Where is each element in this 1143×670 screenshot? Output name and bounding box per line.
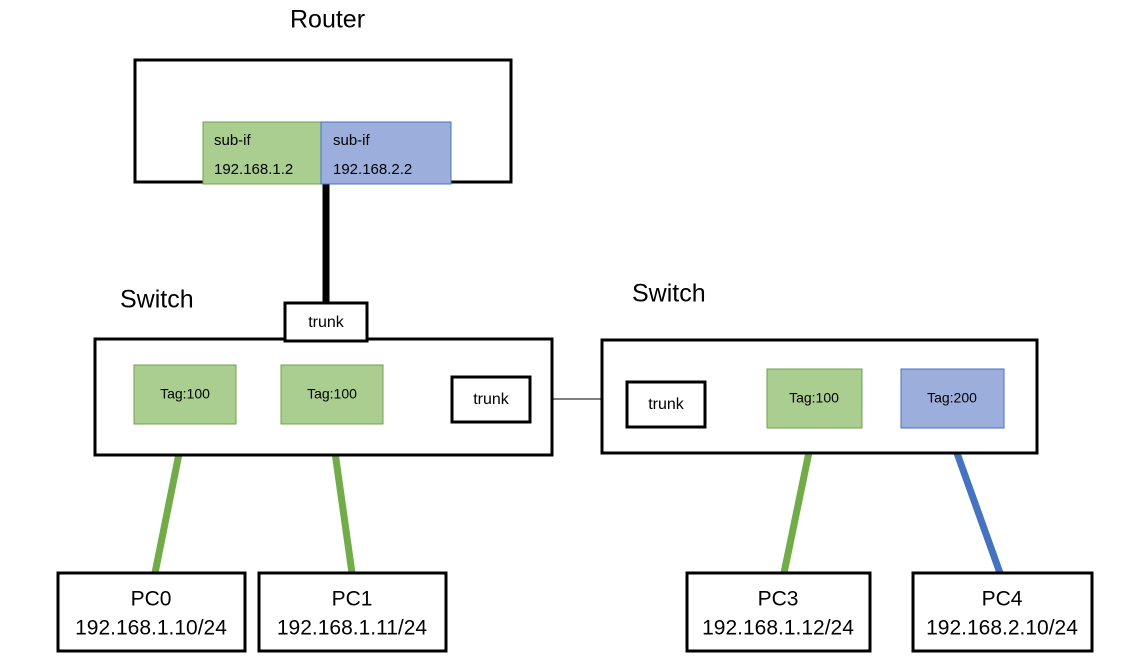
switch2-port-1[interactable] bbox=[766, 368, 863, 429]
router-subif-2-address: 192.168.2.2 bbox=[333, 161, 412, 178]
router-subif-1-name: sub-if bbox=[214, 132, 252, 149]
host-pc3-box[interactable] bbox=[685, 571, 872, 653]
switch2-port-2[interactable] bbox=[900, 368, 1005, 429]
host-pc1-name: PC1 bbox=[332, 588, 373, 611]
switch1-uplink-trunk-label: trunk bbox=[308, 314, 345, 331]
switch1-interswitch-trunk-label: trunk bbox=[473, 391, 510, 408]
switch2-port-2-label: Tag:200 bbox=[927, 390, 977, 406]
host-pc3-address: 192.168.1.12/24 bbox=[702, 617, 854, 640]
switch2-title: Switch bbox=[632, 280, 706, 308]
switch1-title: Switch bbox=[120, 286, 194, 314]
router-subif-1-address: 192.168.1.2 bbox=[214, 161, 293, 178]
host-pc3-name: PC3 bbox=[758, 588, 799, 611]
switch1-port-2-label: Tag:100 bbox=[307, 386, 357, 402]
switch1-interswitch-trunk-port[interactable] bbox=[450, 375, 532, 424]
switch1-uplink-trunk-port[interactable] bbox=[283, 301, 369, 343]
host-pc4-box[interactable] bbox=[911, 571, 1094, 653]
host-pc1-box[interactable] bbox=[257, 571, 448, 653]
host-pc0-name: PC0 bbox=[131, 588, 172, 611]
switch1-port-2[interactable] bbox=[280, 364, 384, 425]
switch2-port-1-label: Tag:100 bbox=[789, 390, 839, 406]
router-subif-2-name: sub-if bbox=[333, 132, 371, 149]
host-pc0-address: 192.168.1.10/24 bbox=[75, 617, 227, 640]
host-pc4-address: 192.168.2.10/24 bbox=[926, 617, 1078, 640]
switch1-port-1-label: Tag:100 bbox=[160, 386, 210, 402]
host-pc1-address: 192.168.1.11/24 bbox=[277, 617, 428, 640]
host-pc4-name: PC4 bbox=[982, 588, 1023, 611]
switch2-interswitch-trunk-port[interactable] bbox=[625, 380, 707, 429]
switch2-interswitch-trunk-label: trunk bbox=[648, 396, 685, 413]
router-subif-2[interactable] bbox=[320, 121, 452, 185]
host-pc0-box[interactable] bbox=[56, 571, 247, 653]
router-title: Router bbox=[290, 6, 365, 34]
switch1-port-1[interactable] bbox=[133, 364, 237, 425]
